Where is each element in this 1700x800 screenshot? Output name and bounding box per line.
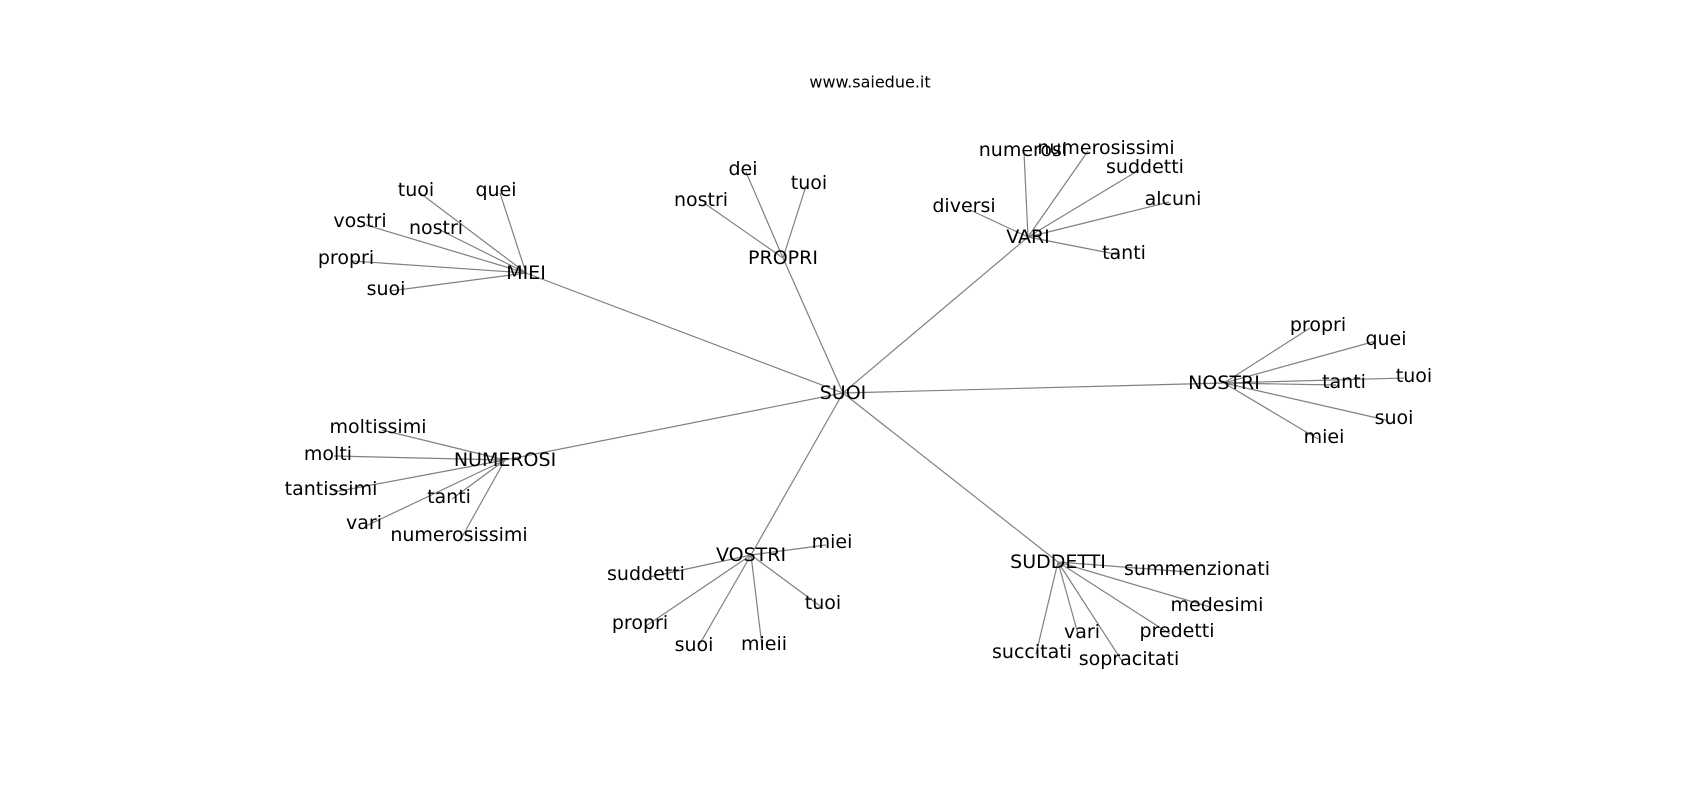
leaf-node-miei-propri: propri: [318, 247, 374, 269]
edge-vostri-propri-3: [645, 554, 752, 627]
edge-nostri-propri-0: [1223, 327, 1311, 384]
leaf-node-vari-numerosi: numerosi: [979, 139, 1067, 161]
leaf-node-miei-tuoi: tuoi: [398, 179, 434, 201]
leaf-node-vostri-mieii: mieii: [741, 633, 787, 655]
hub-node-miei: MIEI: [506, 262, 546, 284]
edge-suoi-numerosi: [504, 392, 844, 461]
leaf-node-suddetti-succitati: succitati: [992, 641, 1072, 663]
edge-suoi-propri: [782, 257, 844, 394]
edge-miei-propri-4: [351, 260, 527, 274]
edge-numerosi-vari-4: [365, 459, 506, 527]
leaf-node-numerosi-moltissimi: moltissimi: [329, 416, 426, 438]
leaf-node-vostri-propri: propri: [612, 612, 668, 634]
edge-nostri-tuoi-2: [1223, 377, 1405, 384]
edge-miei-tuoi-0: [419, 192, 527, 274]
edge-suoi-vari: [842, 236, 1029, 394]
leaf-node-vostri-suoi: suoi: [675, 634, 714, 656]
leaf-node-vari-alcuni: alcuni: [1145, 188, 1202, 210]
leaf-node-suddetti-predetti: predetti: [1139, 620, 1214, 642]
leaf-node-vostri-miei: miei: [812, 531, 853, 553]
edge-propri-nostri-2: [703, 202, 784, 259]
edge-vostri-suoi-4: [697, 554, 752, 648]
leaf-node-propri-dei: dei: [728, 158, 757, 180]
edge-suddetti-medesimi-1: [1057, 561, 1211, 608]
edge-vari-diversi-4: [967, 208, 1029, 238]
edge-vostri-suddetti-1: [649, 554, 752, 578]
leaf-node-numerosi-vari: vari: [346, 512, 382, 534]
leaf-node-propri-nostri: nostri: [674, 189, 728, 211]
edge-vari-alcuni-3: [1027, 201, 1170, 238]
edge-miei-nostri-3: [439, 229, 527, 274]
leaf-node-suddetti-medesimi: medesimi: [1171, 594, 1264, 616]
edge-vari-numerosi-0: [1023, 151, 1029, 238]
edges-layer: [333, 150, 1405, 662]
hub-node-vari: VARI: [1006, 226, 1050, 248]
leaf-node-suddetti-sopracitati: sopracitati: [1079, 648, 1180, 670]
edge-suddetti-predetti-2: [1057, 561, 1171, 635]
edge-vari-numerosissimi-1: [1027, 150, 1089, 238]
edge-nostri-quei-1: [1223, 340, 1377, 384]
hub-node-propri: PROPRI: [748, 247, 818, 269]
edge-suoi-nostri: [842, 382, 1225, 394]
leaf-node-nostri-tanti: tanti: [1322, 371, 1366, 393]
leaf-node-numerosi-tanti: tanti: [427, 486, 471, 508]
edge-numerosi-tanti-3: [451, 459, 506, 500]
edge-suddetti-vari-3: [1057, 561, 1079, 635]
edge-vostri-mieii-5: [750, 554, 763, 647]
leaf-node-vostri-suddetti: suddetti: [607, 563, 685, 585]
edge-propri-tuoi-1: [782, 185, 807, 259]
edge-vostri-miei-0: [750, 544, 827, 556]
edge-nostri-suoi-4: [1223, 382, 1387, 421]
hub-node-numerosi: NUMEROSI: [454, 449, 556, 471]
leaf-node-nostri-propri: propri: [1290, 314, 1346, 336]
leaf-node-miei-nostri: nostri: [409, 217, 463, 239]
edge-nostri-miei-5: [1223, 382, 1319, 440]
leaf-node-suddetti-summenzionati: summenzionati: [1124, 558, 1270, 580]
leaf-node-numerosi-tantissimi: tantissimi: [285, 478, 378, 500]
edge-vari-tanti-5: [1027, 236, 1121, 256]
leaf-node-miei-quei: quei: [475, 179, 516, 201]
leaf-node-suddetti-vari: vari: [1064, 621, 1100, 643]
edge-suddetti-summenzionati-0: [1057, 561, 1189, 573]
leaf-node-vari-diversi: diversi: [932, 195, 995, 217]
leaf-node-numerosi-molti: molti: [304, 443, 352, 465]
edge-suoi-miei: [525, 272, 844, 394]
edge-vari-suddetti-2: [1027, 169, 1140, 238]
edge-numerosi-numerosissimi-5: [461, 459, 506, 538]
leaf-node-nostri-quei: quei: [1365, 328, 1406, 350]
labels-layer: www.saiedue.it tuoi quei vostri nostri propr…: [285, 73, 1433, 671]
leaf-node-miei-vostri: vostri: [333, 210, 386, 232]
leaf-node-vari-suddetti: suddetti: [1106, 156, 1184, 178]
edge-miei-quei-1: [499, 192, 527, 274]
edge-numerosi-molti-1: [333, 455, 506, 461]
leaf-node-vari-tanti: tanti: [1102, 242, 1146, 264]
leaf-node-vari-numerosissimi: numerosissimi: [1037, 137, 1174, 159]
edge-suoi-suddetti: [842, 392, 1059, 563]
edge-propri-dei-0: [745, 171, 784, 259]
edge-numerosi-moltissimi-0: [381, 429, 506, 461]
leaf-node-nostri-suoi: suoi: [1375, 407, 1414, 429]
edge-miei-suoi-5: [389, 272, 527, 292]
edge-suddetti-succitati-5: [1035, 561, 1059, 655]
edge-numerosi-tantissimi-2: [333, 459, 506, 493]
leaf-node-miei-suoi: suoi: [367, 278, 406, 300]
hub-node-vostri: VOSTRI: [716, 544, 786, 566]
leaf-node-nostri-tuoi: tuoi: [1396, 365, 1432, 387]
edge-suddetti-sopracitati-4: [1057, 561, 1123, 662]
leaf-node-numerosi-numerosissimi: numerosissimi: [390, 524, 527, 546]
edge-suoi-vostri: [750, 392, 844, 556]
edge-vostri-tuoi-2: [750, 554, 821, 607]
edge-miei-vostri-2: [365, 224, 527, 274]
leaf-node-nostri-miei: miei: [1304, 426, 1345, 448]
hub-node-suddetti: SUDDETTI: [1010, 551, 1106, 573]
diagram-title: www.saiedue.it: [809, 73, 930, 92]
root-node-suoi: SUOI: [820, 382, 867, 404]
hub-node-nostri: NOSTRI: [1188, 372, 1260, 394]
edge-nostri-tanti-3: [1223, 382, 1337, 386]
leaf-node-vostri-tuoi: tuoi: [805, 592, 841, 614]
leaf-node-propri-tuoi: tuoi: [791, 172, 827, 194]
